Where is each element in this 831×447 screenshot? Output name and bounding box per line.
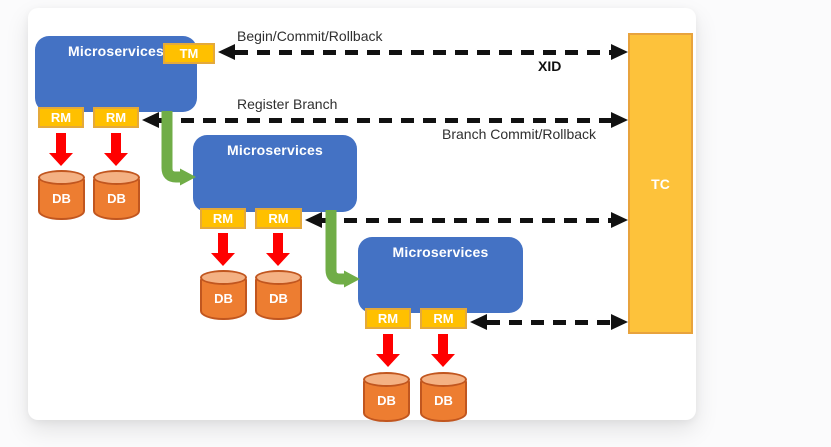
rm-badge: RM xyxy=(255,208,302,229)
arrowhead-left-icon xyxy=(218,44,235,60)
db-label: DB xyxy=(377,393,396,408)
db-top-ellipse xyxy=(255,270,302,285)
arrowhead-right-icon xyxy=(611,44,628,60)
db-label: DB xyxy=(52,191,71,206)
tm-badge: TM xyxy=(163,43,215,64)
arrow-shaft xyxy=(273,233,283,253)
rm-badge: RM xyxy=(93,107,139,128)
arrow-head xyxy=(49,153,73,166)
dashed-arrow-rm3-tc xyxy=(470,314,628,330)
register-branch-label: Register Branch xyxy=(237,96,338,112)
xid-label: XID xyxy=(538,58,562,74)
arrow-shaft xyxy=(218,233,228,253)
begin-commit-rollback-label: Begin/Commit/Rollback xyxy=(237,28,383,44)
rm-label: RM xyxy=(377,311,399,326)
db-top-ellipse xyxy=(363,372,410,387)
db-label: DB xyxy=(269,291,288,306)
dashed-line xyxy=(235,49,611,55)
dashed-arrow-begin-commit-rollback xyxy=(218,44,628,60)
database-cylinder: DB xyxy=(93,170,140,220)
dashed-arrow-rm2-tc xyxy=(305,212,628,228)
microservice-label: Microservices xyxy=(68,43,164,59)
db-top-ellipse xyxy=(38,170,85,185)
arrow-head xyxy=(211,253,235,266)
arrow-shaft xyxy=(56,133,66,153)
rm-label: RM xyxy=(268,211,289,226)
branch-commit-rollback-label: Branch Commit/Rollback xyxy=(442,126,597,142)
tc-label: TC xyxy=(651,175,670,192)
arrow-shaft xyxy=(111,133,121,153)
red-down-arrow-icon xyxy=(376,334,400,367)
arrow-shaft xyxy=(438,334,448,354)
rm-badge: RM xyxy=(365,308,411,329)
arrowhead-right-icon xyxy=(611,112,628,128)
dashed-arrow-register-branch xyxy=(142,112,628,128)
rm-label: RM xyxy=(433,311,454,326)
database-cylinder: DB xyxy=(38,170,85,220)
red-down-arrow-icon xyxy=(266,233,290,266)
rm-badge: RM xyxy=(200,208,246,229)
microservice-label: Microservices xyxy=(392,244,489,260)
red-down-arrow-icon xyxy=(104,133,128,166)
arrowhead-left-icon xyxy=(305,212,322,228)
microservice-box-3: Microservices xyxy=(358,237,523,313)
dashed-line xyxy=(159,117,611,123)
arrow-head xyxy=(266,253,290,266)
arrow-shaft xyxy=(383,334,393,354)
microservice-label: Microservices xyxy=(227,142,323,158)
db-top-ellipse xyxy=(200,270,247,285)
db-top-ellipse xyxy=(93,170,140,185)
database-cylinder: DB xyxy=(200,270,247,320)
db-body xyxy=(363,379,410,422)
red-down-arrow-icon xyxy=(211,233,235,266)
arrowhead-right-icon xyxy=(611,314,628,330)
rm-label: RM xyxy=(105,110,127,125)
rm-label: RM xyxy=(50,110,72,125)
database-cylinder: DB xyxy=(420,372,467,422)
db-top-ellipse xyxy=(420,372,467,387)
arrow-head xyxy=(104,153,128,166)
red-down-arrow-icon xyxy=(49,133,73,166)
db-body xyxy=(420,379,467,422)
arrow-head xyxy=(431,354,455,367)
red-down-arrow-icon xyxy=(431,334,455,367)
database-cylinder: DB xyxy=(255,270,302,320)
dashed-line xyxy=(487,319,611,325)
arrowhead-left-icon xyxy=(142,112,159,128)
dashed-line xyxy=(322,217,611,223)
db-label: DB xyxy=(107,191,126,206)
tm-label: TM xyxy=(179,46,199,61)
rm-badge: RM xyxy=(38,107,84,128)
arrow-head xyxy=(376,354,400,367)
microservice-box-2: Microservices xyxy=(193,135,357,212)
db-label: DB xyxy=(214,291,233,306)
rm-label: RM xyxy=(212,211,234,226)
db-label: DB xyxy=(434,393,453,408)
database-cylinder: DB xyxy=(363,372,410,422)
arrowhead-left-icon xyxy=(470,314,487,330)
arrowhead-right-icon xyxy=(611,212,628,228)
tc-box: TC xyxy=(628,33,693,334)
rm-badge: RM xyxy=(420,308,467,329)
